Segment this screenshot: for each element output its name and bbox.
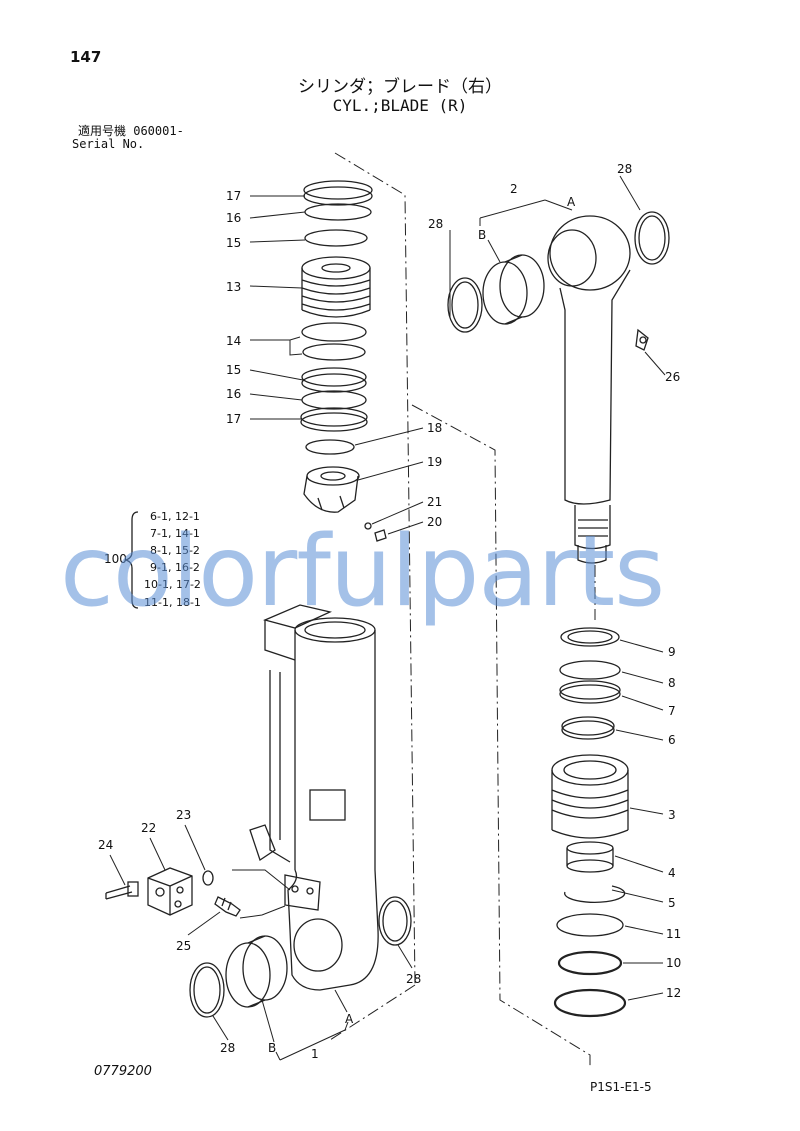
callout-8: 8: [668, 676, 676, 690]
callout-A-top: A: [567, 195, 576, 209]
callout-2: 2: [510, 182, 518, 196]
ring-10: [557, 950, 623, 976]
ring-9: [560, 627, 620, 647]
serial-number-label: Serial No.: [72, 137, 145, 151]
set-screw-20: [374, 529, 387, 542]
callout-15-bottom: 15: [226, 363, 242, 377]
kit-item: 11-1, 18-1: [144, 596, 201, 609]
seal-28-top-left: [447, 277, 483, 333]
page-code: P1S1-E1-5: [590, 1080, 652, 1094]
callout-15-top: 15: [226, 236, 242, 250]
callout-12: 12: [666, 986, 682, 1000]
callout-19: 19: [427, 455, 443, 469]
callout-25: 25: [176, 939, 192, 953]
ring-11: [556, 913, 624, 937]
seal-28-bottom-right: [378, 896, 412, 946]
callout-21: 21: [427, 495, 443, 509]
cylinder-tube: [249, 604, 379, 991]
bolt-24: [105, 881, 139, 900]
applicability-label: 適用号機 060001-: [78, 124, 184, 138]
rod-cover-3: [551, 754, 629, 839]
callout-24: 24: [98, 838, 114, 852]
ring-12: [553, 988, 627, 1018]
callout-16-top: 16: [226, 211, 242, 225]
piston-13: [301, 256, 371, 318]
callout-10: 10: [666, 956, 682, 970]
drawing-code: 0779200: [94, 1064, 152, 1079]
bushing-4: [566, 841, 614, 873]
callout-5: 5: [668, 896, 676, 910]
fitting-25: [214, 896, 241, 917]
callout-A-bottom: A: [345, 1012, 354, 1026]
bushing-B-top: [482, 254, 545, 325]
callout-28-top-right: 28: [617, 162, 633, 176]
callout-14: 14: [226, 334, 242, 348]
kit-bracket: [123, 511, 139, 609]
callout-20: 20: [427, 515, 443, 529]
ring-8: [559, 660, 621, 680]
kit-item: 6-1, 12-1: [150, 510, 200, 523]
callout-28-top-left: 28: [428, 217, 444, 231]
kit-item: 10-1, 17-2: [144, 578, 201, 591]
ring-15-top: [304, 229, 368, 247]
callout-22: 22: [141, 821, 157, 835]
ball-21: [364, 522, 372, 530]
callout-17-top: 17: [226, 189, 242, 203]
ring-16-top: [304, 203, 372, 221]
seal-28-top-right: [634, 211, 670, 265]
callout-6: 6: [668, 733, 676, 747]
ring-5: [564, 885, 626, 903]
callout-B-top: B: [478, 228, 487, 242]
callout-B-bottom: B: [268, 1041, 277, 1055]
assembly-centerlines: [329, 152, 596, 1068]
o-ring-23: [202, 870, 214, 886]
callout-7: 7: [668, 704, 676, 718]
callout-26: 26: [665, 370, 681, 384]
ring-7: [559, 680, 621, 704]
callout-11: 11: [666, 927, 682, 941]
ring-6: [561, 716, 615, 740]
bushing-B-bottom: [225, 935, 288, 1008]
kit-item: 7-1, 14-1: [150, 527, 200, 540]
kit-item: 9-1, 16-2: [150, 561, 200, 574]
watermark-text: colorfulparts: [60, 515, 665, 629]
callout-16-bottom: 16: [226, 387, 242, 401]
ring-17-top: [303, 180, 373, 206]
nut-19: [303, 466, 360, 513]
seal-28-bottom-left: [189, 962, 225, 1018]
callout-28-bottom-left: 28: [220, 1041, 236, 1055]
callout-18: 18: [427, 421, 443, 435]
callout-13: 13: [226, 280, 242, 294]
rings-14-17-stack: [300, 322, 368, 432]
kit-item: 8-1, 15-2: [150, 544, 200, 557]
diagram-title-japanese: シリンダ；ブレード（右）: [298, 77, 502, 97]
callout-4: 4: [668, 866, 676, 880]
callout-9: 9: [668, 645, 676, 659]
washer-18: [305, 439, 355, 455]
grease-fitting-26: [635, 328, 649, 351]
callout-3: 3: [668, 808, 676, 822]
block-22: [147, 867, 193, 916]
callout-1: 1: [311, 1047, 319, 1061]
diagram-title-english: CYL.;BLADE (R): [332, 96, 468, 115]
piston-rod: [547, 215, 631, 564]
callout-23: 23: [176, 808, 192, 822]
kit-number: 100: [104, 552, 127, 566]
leader-lines: [109, 175, 666, 1061]
callout-28-bottom-right: 28: [406, 972, 422, 986]
page-number: 147: [70, 48, 102, 66]
callout-17-bottom: 17: [226, 412, 242, 426]
